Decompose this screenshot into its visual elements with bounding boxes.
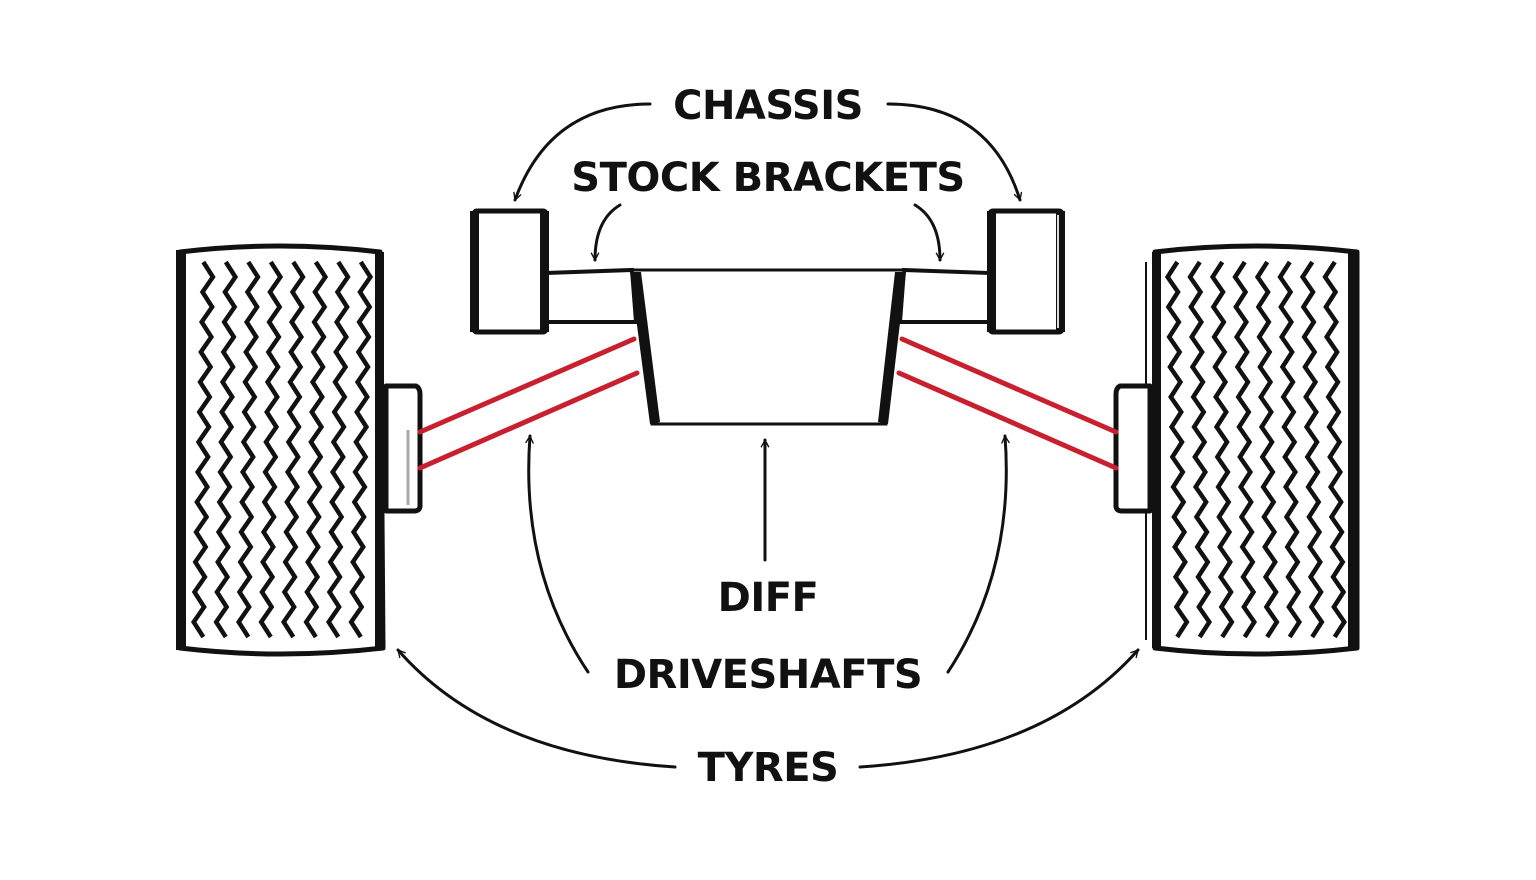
label-tyres: TYRES — [698, 745, 839, 791]
left-tyre-tread-line — [348, 260, 374, 639]
chassis-arrow-right — [886, 102, 1023, 202]
left-tyre-tread-line — [280, 260, 306, 639]
label-chassis: CHASSIS — [673, 83, 863, 129]
right-chassis-block — [987, 208, 1065, 335]
right-tyre-tread-line — [1254, 260, 1280, 639]
driveshaft-arrow-left — [525, 434, 590, 674]
right-stock-bracket — [897, 267, 992, 324]
driveshaft-arrows — [525, 434, 1010, 674]
chassis-arrow-left — [513, 102, 652, 202]
right-driveshaft-upper — [899, 336, 1119, 435]
right-driveshaft — [896, 336, 1119, 471]
right-hub — [1113, 383, 1153, 514]
right-tyre — [1145, 243, 1360, 657]
stock-bracket-arrows — [590, 203, 945, 262]
left-hub — [383, 383, 423, 514]
left-tyre-tread-line — [235, 260, 261, 639]
left-tyre-sidewall-inner — [375, 252, 384, 648]
left-tyre-tread-line — [325, 260, 351, 639]
right-tyre-tread-line — [1299, 260, 1325, 639]
left-driveshaft — [417, 336, 640, 471]
left-tyre-tread-line — [213, 260, 239, 639]
right-tyre-tread-line — [1277, 260, 1303, 639]
stock-bracket-arrow-left — [590, 203, 622, 262]
left-tyre-tread-line — [190, 260, 216, 639]
left-tyre-sidewall-outer — [176, 250, 186, 650]
left-stock-bracket — [544, 267, 639, 324]
label-driveshafts: DRIVESHAFTS — [614, 652, 922, 698]
label-diff: DIFF — [718, 575, 819, 621]
tyre-arrow-right — [858, 648, 1140, 769]
diff-housing — [630, 268, 906, 426]
chassis-arrows — [513, 102, 1023, 202]
left-chassis-block — [470, 208, 549, 335]
left-tyre-tread-line — [303, 260, 329, 639]
right-tyre-tread-line — [1164, 260, 1190, 639]
label-stock-brackets: STOCK BRACKETS — [571, 155, 964, 201]
right-tyre-sidewall-outer — [1348, 250, 1358, 650]
right-tyre-tread-pattern — [1164, 260, 1348, 639]
driveshaft-arrow-right — [946, 434, 1010, 674]
right-tyre-sidewall-inner — [1152, 252, 1161, 648]
right-tyre-tread-line — [1322, 260, 1348, 639]
left-tyre-tread-line — [258, 260, 284, 639]
tyre-arrows — [396, 648, 1140, 769]
left-driveshaft-upper — [417, 336, 637, 435]
right-driveshaft-lower — [896, 370, 1119, 471]
left-tyre-tread-pattern — [190, 260, 374, 639]
tyre-arrow-left — [396, 648, 677, 769]
stock-bracket-arrow-right — [913, 203, 945, 262]
right-tyre-tread-line — [1232, 260, 1258, 639]
right-tyre-tread-line — [1209, 260, 1235, 639]
left-tyre — [176, 243, 386, 657]
left-driveshaft-lower — [417, 370, 640, 471]
right-tyre-tread-line — [1187, 260, 1213, 639]
